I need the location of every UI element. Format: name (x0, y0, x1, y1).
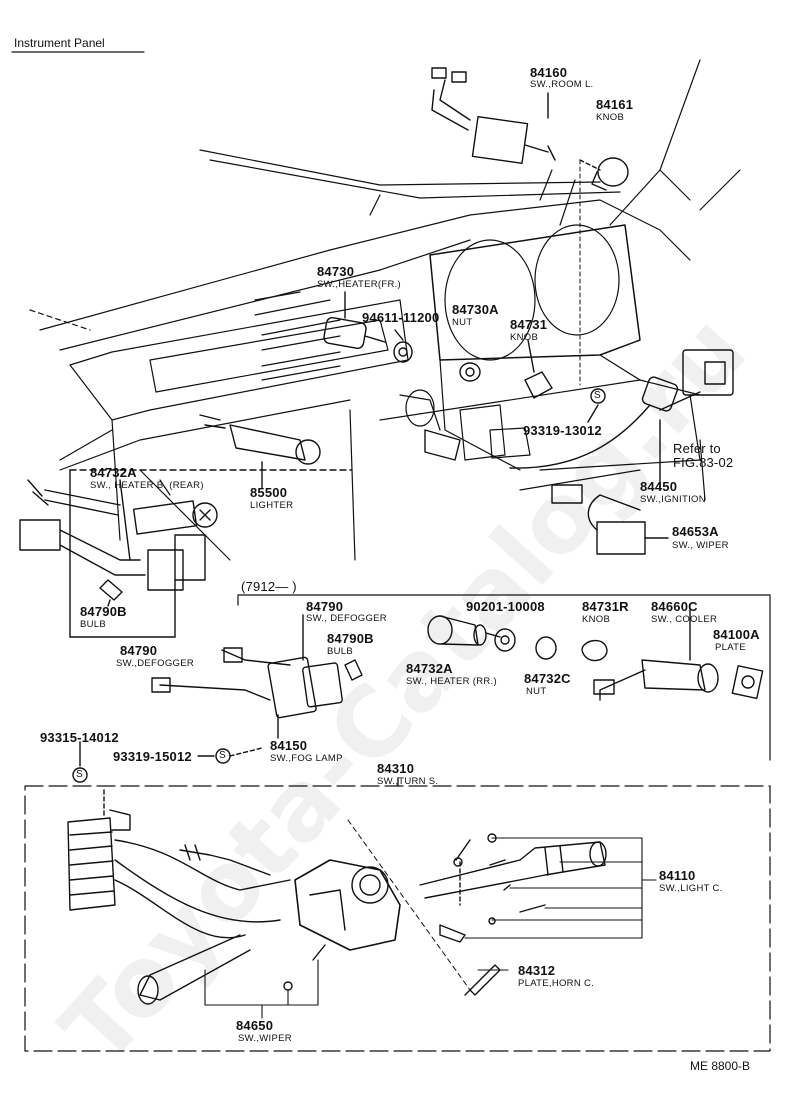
screw-symbol-1: S (594, 390, 601, 401)
wiper-switch-84653A (551, 484, 669, 555)
part-desc-84100A: PLATE (715, 642, 746, 653)
part-number-84731R: 84731R (582, 599, 629, 614)
part-desc-84732A-rr: SW., HEATER (RR.) (406, 676, 497, 687)
bracket-7912-label: (7912— ) (241, 579, 297, 594)
part-number-84730A: 84730A (452, 302, 499, 317)
part-desc-84150: SW.,FOG LAMP (270, 753, 343, 764)
part-number-93319-13012: 93319-13012 (523, 423, 602, 438)
bulb-84790B-right (344, 659, 363, 681)
part-desc-84110: SW.,LIGHT C. (659, 883, 723, 894)
screw-symbol-3: S (219, 750, 226, 761)
part-number-84660C: 84660C (651, 599, 698, 614)
part-desc-84161: KNOB (596, 112, 625, 123)
part-number-84730: 84730 (317, 264, 355, 279)
part-number-84100A: 84100A (713, 627, 760, 642)
part-number-84790-left: 84790 (120, 643, 158, 658)
ignition-switch-84450 (424, 349, 734, 489)
part-desc-84650: SW.,WIPER (238, 1033, 292, 1044)
part-number-84653A: 84653A (672, 524, 719, 539)
part-desc-84730: SW.,HEATER(FR.) (317, 279, 402, 290)
part-number-84732A: 84732A (90, 465, 137, 480)
part-desc-84653A: SW., WIPER (672, 540, 729, 551)
bracket-7912 (237, 594, 771, 761)
part-number-84312: 84312 (518, 963, 556, 978)
part-desc-84790B-left: BULB (80, 619, 107, 630)
screw-mark-2 (72, 767, 88, 783)
part-number-84150: 84150 (270, 738, 308, 753)
part-desc-84790B-right: BULB (327, 646, 354, 657)
heater-switch-84730 (323, 291, 413, 363)
part-number-84731: 84731 (510, 317, 548, 332)
part-desc-85500: LIGHTER (250, 500, 294, 511)
part-desc-84312: PLATE,HORN C. (518, 978, 595, 989)
nut-84730A (459, 362, 481, 382)
part-number-93319-15012: 93319-15012 (113, 749, 192, 764)
turn-signal-switch-84310 (67, 789, 607, 1005)
part-number-84790-right: 84790 (306, 599, 344, 614)
part-desc-84450: SW.,IGNITION (640, 494, 706, 505)
knob-84731R (581, 639, 608, 662)
refer-fig-label: FIG.83-02 (673, 455, 734, 470)
knob-84731 (524, 339, 553, 399)
bulb-84790B-left (99, 579, 123, 607)
figure-code: ME 8800-B (690, 1059, 751, 1073)
part-desc-84790-right: SW., DEFOGGER (306, 613, 387, 624)
part-desc-84732A: SW., HEATER B. (REAR) (90, 480, 204, 491)
part-number-84790B-right: 84790B (327, 631, 374, 646)
page-title: Instrument Panel (14, 36, 105, 50)
cooler-switch-84660C (593, 609, 719, 701)
room-lamp-switch-84160 (431, 67, 556, 164)
callouts-84650 (204, 959, 319, 1019)
dashboard-outline (29, 59, 741, 561)
part-desc-84660C: SW., COOLER (651, 614, 718, 625)
part-number-84790B-left: 84790B (80, 604, 127, 619)
plate-84100A (731, 665, 764, 700)
part-desc-84310: SW.,TURN S. (377, 776, 439, 787)
part-desc-84731: KNOB (510, 332, 539, 343)
part-number-84161: 84161 (596, 97, 634, 112)
part-number-94611: 94611-11200 (362, 310, 440, 325)
callouts-84110 (464, 837, 657, 971)
part-number-84160: 84160 (530, 65, 568, 80)
part-number-84650: 84650 (236, 1018, 274, 1033)
refer-to-label: Refer to (673, 441, 721, 456)
part-number-85500: 85500 (250, 485, 288, 500)
heater-rr-switch-84732A (427, 615, 516, 652)
screw-mark-1 (590, 388, 606, 404)
part-number-84732A-rr: 84732A (406, 661, 453, 676)
rear-heater-switch-84732A (19, 469, 353, 638)
knob-84161 (579, 157, 629, 386)
defogger-switch-84790 (151, 614, 343, 739)
part-desc-84160: SW.,ROOM L. (530, 79, 594, 90)
part-number-84732C: 84732C (524, 671, 571, 686)
part-number-84110: 84110 (659, 868, 696, 883)
part-number-90201: 90201-10008 (466, 599, 545, 614)
part-number-93315: 93315-14012 (40, 730, 119, 745)
nut-84732C (535, 636, 557, 660)
part-number-84450: 84450 (640, 479, 678, 494)
part-desc-84732C: NUT (526, 686, 547, 697)
part-desc-84730A: NUT (452, 317, 473, 328)
lighter-85500 (199, 414, 321, 489)
part-desc-84731R: KNOB (582, 614, 611, 625)
part-desc-84790-left: SW.,DEFOGGER (116, 658, 195, 669)
screw-symbol-2: S (76, 769, 83, 780)
part-number-84310: 84310 (377, 761, 415, 776)
